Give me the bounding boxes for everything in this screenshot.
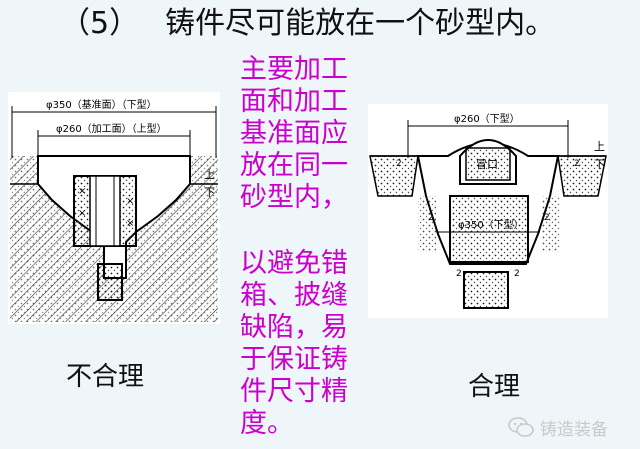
slide-title: （5） 铸件尽可能放在一个砂型内。 <box>60 2 620 46</box>
casting-diagram-unreasonable: × × × × φ350（基准面）（下型） φ260（加工面）（上型） 上 下 <box>10 98 218 322</box>
svg-text:2: 2 <box>456 269 462 279</box>
note-reason: 以避免错 箱、披缝 缺陷，易 于保证铸 件尺寸精 度。 <box>240 248 380 440</box>
figure-unreasonable: × × × × φ350（基准面）（下型） φ260（加工面）（上型） 上 下 <box>8 92 220 324</box>
svg-text:×: × <box>126 218 134 229</box>
dim-mid-label: φ350（下型） <box>458 218 524 231</box>
note-reason-line: 件尺寸精 <box>240 376 348 407</box>
note-reason-line: 于保证铸 <box>240 344 348 375</box>
dim-outer-label: φ350（基准面）（下型） <box>46 98 157 111</box>
svg-text:2: 2 <box>396 159 402 169</box>
note-reason-line: 箱、披缝 <box>240 280 348 311</box>
watermark: 铸造装备 <box>508 414 634 440</box>
note-main-line: 基准面应 <box>240 118 348 149</box>
svg-text:×: × <box>126 196 134 207</box>
riser-label: 冒口 <box>476 158 498 171</box>
svg-text:2: 2 <box>574 159 580 169</box>
note-main-line: 面和加工 <box>240 86 348 117</box>
note-main-line: 放在同一 <box>240 150 348 181</box>
caption-reasonable: 合理 <box>468 372 521 402</box>
svg-text:2: 2 <box>428 213 434 223</box>
note-reason-line: 缺陷，易 <box>240 312 348 343</box>
lower-mold-mark: 下 <box>204 186 215 199</box>
note-reason-line: 度。 <box>240 408 294 439</box>
casting-diagram-reasonable: 2 2 2 2 2 2 φ260（下型） φ350（下型） 冒口 上 下 <box>369 112 607 309</box>
svg-text:×: × <box>78 186 86 197</box>
upper-mold-mark-right: 上 <box>594 140 605 153</box>
note-reason-line: 以避免错 <box>240 248 348 279</box>
figure-reasonable: 2 2 2 2 2 2 φ260（下型） φ350（下型） 冒口 上 下 <box>368 104 608 318</box>
note-main-principle: 主要加工 面和加工 基准面应 放在同一 砂型内， <box>240 54 380 214</box>
svg-text:2: 2 <box>514 269 520 279</box>
dim-inner-label: φ260（加工面）（上型） <box>56 122 167 135</box>
svg-text:2: 2 <box>544 213 550 223</box>
title-number: （5） <box>60 6 140 41</box>
dim-top-label: φ260（下型） <box>454 112 520 125</box>
title-text: 铸件尽可能放在一个砂型内。 <box>165 6 556 41</box>
upper-mold-mark: 上 <box>204 168 215 181</box>
note-main-line: 主要加工 <box>240 54 348 85</box>
watermark-text: 铸造装备 <box>540 419 608 440</box>
caption-unreasonable: 不合理 <box>66 362 145 392</box>
svg-text:×: × <box>78 208 86 219</box>
wechat-icon <box>508 417 534 437</box>
lower-mold-mark-right: 下 <box>594 158 605 171</box>
note-main-line: 砂型内， <box>240 182 348 213</box>
